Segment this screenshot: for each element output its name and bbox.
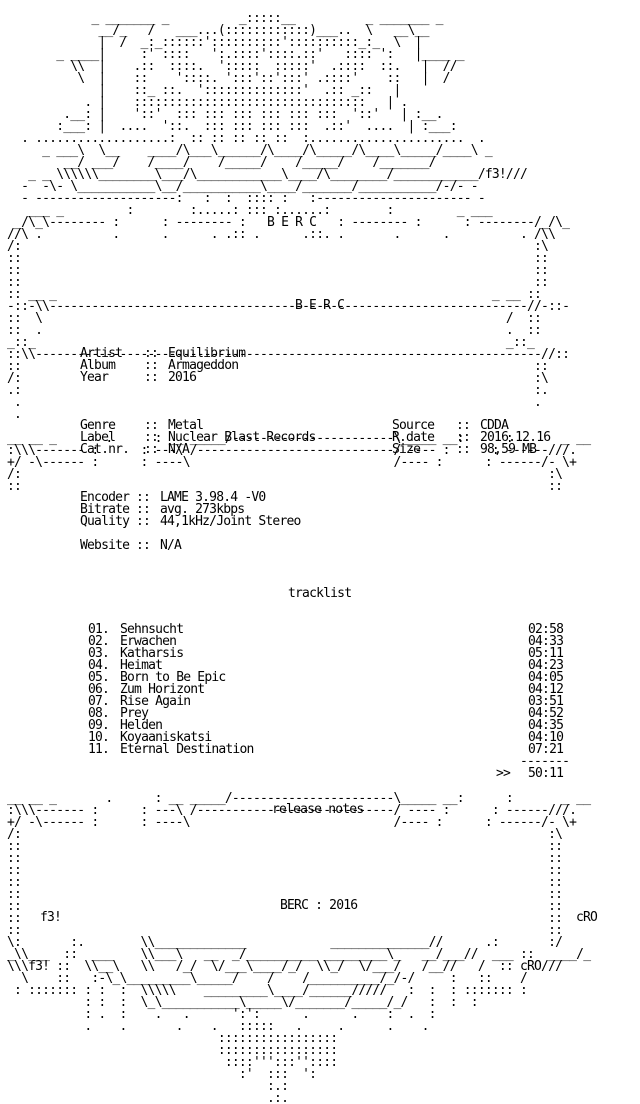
label-label: Label [80, 430, 116, 445]
quality-sep: :: [136, 514, 151, 529]
bitrate-sep: :: [136, 502, 151, 517]
track-duration: 02:58 [528, 622, 564, 637]
encoder-label: Encoder [80, 490, 130, 505]
label-sep: :: [144, 430, 159, 445]
track-title: Katharsis [120, 646, 184, 661]
quality-label: Quality [80, 514, 130, 529]
track-duration: 03:51 [528, 694, 564, 709]
track-number: 09. [88, 718, 110, 733]
release-notes-heading: release notes [272, 802, 364, 817]
album-label: Album [80, 358, 116, 373]
track-title: Rise Again [120, 694, 191, 709]
year-sep: :: [144, 370, 159, 385]
website-sep: :: [136, 538, 151, 553]
year-value: 2016 [168, 370, 197, 385]
label-value: Nuclear Blast Records [168, 430, 316, 445]
track-duration: 04:10 [528, 730, 564, 745]
track-row: 09. Helden 04:35 [88, 718, 568, 733]
total-duration: 50:11 [528, 766, 564, 781]
track-title: Zum Horizont [120, 682, 205, 697]
rdate-label: R.date [392, 430, 435, 445]
source-label: Source [392, 418, 435, 433]
artist-value: Equilibrium [168, 346, 246, 361]
track-duration: 04:05 [528, 670, 564, 685]
track-row: 02. Erwachen 04:33 [88, 634, 568, 649]
track-number: 01. [88, 622, 110, 637]
ascii-art-release-notes-frame: __ __ _ . : __ _____/-------------------… [7, 791, 591, 1104]
track-number: 10. [88, 730, 110, 745]
catnr-sep: :: [144, 442, 159, 457]
track-number: 02. [88, 634, 110, 649]
source-sep: :: [456, 418, 471, 433]
track-title: Heimat [120, 658, 163, 673]
tracklist-divider: ------- [520, 754, 570, 769]
footer-tag-left: f3! [40, 910, 62, 925]
track-row: 03. Katharsis 05:11 [88, 646, 568, 661]
catnr-value: N/A [168, 442, 190, 457]
size-sep: :: [456, 442, 471, 457]
track-title: Erwachen [120, 634, 177, 649]
track-title: Helden [120, 718, 163, 733]
rdate-value: 2016.12.16 [480, 430, 551, 445]
track-title: Prey [120, 706, 149, 721]
track-number: 08. [88, 706, 110, 721]
total-marker: >> [496, 766, 511, 781]
catnr-label: Cat.nr. [80, 442, 130, 457]
album-sep: :: [144, 358, 159, 373]
track-row: 08. Prey 04:52 [88, 706, 568, 721]
track-title: Sehnsucht [120, 622, 184, 637]
track-row: 01. Sehnsucht 02:58 [88, 622, 568, 637]
artist-label: Artist [80, 346, 123, 361]
track-duration: 04:52 [528, 706, 564, 721]
encoder-value: LAME 3.98.4 -V0 [160, 490, 266, 505]
track-number: 11. [88, 742, 110, 757]
track-number: 03. [88, 646, 110, 661]
track-duration: 05:11 [528, 646, 564, 661]
rdate-sep: :: [456, 430, 471, 445]
track-duration: 04:35 [528, 718, 564, 733]
track-number: 05. [88, 670, 110, 685]
genre-value: Metal [168, 418, 204, 433]
track-duration: 04:23 [528, 658, 564, 673]
quality-value: 44,1kHz/Joint Stereo [160, 514, 301, 529]
tracklist-heading: tracklist [288, 586, 352, 601]
track-title: Eternal Destination [120, 742, 254, 757]
header-group-name: B E R C [295, 298, 345, 313]
website-label: Website [80, 538, 130, 553]
track-row: 11. Eternal Destination 07:21 [88, 742, 568, 757]
track-duration: 07:21 [528, 742, 564, 757]
year-label: Year [80, 370, 109, 385]
source-value: CDDA [480, 418, 509, 433]
track-row: 05. Born to Be Epic 04:05 [88, 670, 568, 685]
track-row: 10. Koyaaniskatsi 04:10 [88, 730, 568, 745]
bitrate-label: Bitrate [80, 502, 130, 517]
track-duration: 04:33 [528, 634, 564, 649]
track-row: 04. Heimat 04:23 [88, 658, 568, 673]
encoder-sep: :: [136, 490, 151, 505]
genre-sep: :: [144, 418, 159, 433]
track-number: 07. [88, 694, 110, 709]
track-row: 07. Rise Again 03:51 [88, 694, 568, 709]
size-label: Size [392, 442, 421, 457]
footer-tag-right: cRO [576, 910, 598, 925]
artist-sep: :: [144, 346, 159, 361]
website-value: N/A [160, 538, 182, 553]
track-duration: 04:12 [528, 682, 564, 697]
genre-label: Genre [80, 418, 116, 433]
track-title: Koyaaniskatsi [120, 730, 212, 745]
bitrate-value: avg. 273kbps [160, 502, 245, 517]
track-number: 04. [88, 658, 110, 673]
size-value: 98,59 MB [480, 442, 537, 457]
track-number: 06. [88, 682, 110, 697]
album-value: Armageddon [168, 358, 239, 373]
ascii-art-frame: _ _______ _ _:::::__ _ _______ _ __/_ / … [7, 11, 591, 494]
footer-group-year: BERC : 2016 [280, 898, 358, 913]
track-row: 06. Zum Horizont 04:12 [88, 682, 568, 697]
track-title: Born to Be Epic [120, 670, 226, 685]
